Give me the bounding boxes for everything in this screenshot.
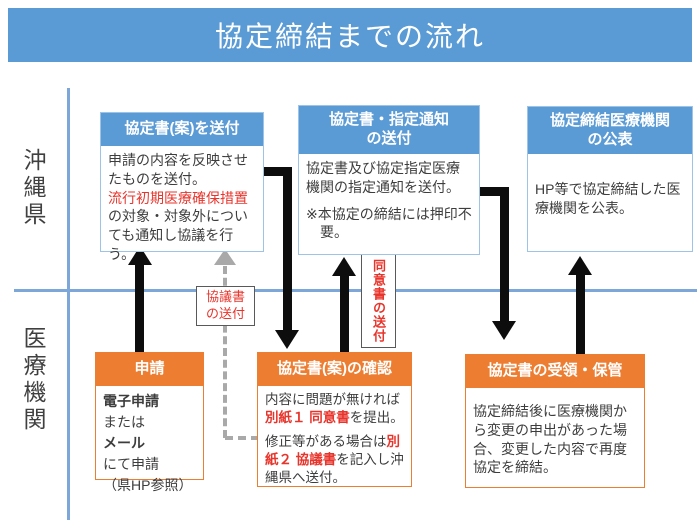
flow-box-shitei-header: 協定書・指定通知 の送付 [299,106,479,154]
sofu-body-text-2: の対象・対象外についても通知し協議を行う。 [108,208,248,262]
flow-box-kakunin: 協定書(案)の確認 内容に問題が無ければ別紙１ 同意書を提出。 修正等がある場合… [257,352,412,487]
kakunin-p1-post: を提出。 [349,410,404,426]
flow-box-kohyo: 協定締結医療機関 の公表 HP等で協定締結した医療機関を公表。 [527,106,693,252]
flow-box-shinsei-header: 申請 [96,353,203,386]
arrow-sofu-to-kakunin-head-icon [275,330,299,349]
flow-box-kohyo-header: 協定締結医療機関 の公表 [528,107,692,154]
juryo-body-p1: 協定締結後に医療機関から変更の申出があった場合、変更した内容で再度協定を締結。 [473,403,627,476]
dashed-arrow-head-up-icon [214,249,236,265]
arrow-sofu-to-kakunin-shaft-h [262,167,292,176]
lane-label-medical: 医療機関 [20,326,46,434]
arrow-juryo-to-kohyo-head-icon [568,256,592,275]
flow-box-shinsei: 申請 電子申請 または メール にて申請 （県HP参照） [95,352,204,493]
shinsei-line-kenhp: （県HP参照） [103,477,193,493]
arrow-shitei-to-juryo-head-icon [492,321,516,340]
shinsei-line-nite: にて申請 [103,456,159,472]
flow-box-sofu-header: 協定書(案)を送付 [101,113,263,146]
flow-box-juryo: 協定書の受領・保管 協定締結後に医療機関から変更の申出があった場合、変更した内容… [465,354,645,488]
arrow-shitei-to-juryo-shaft-v [500,187,509,322]
flow-box-shitei: 協定書・指定通知 の送付 協定書及び協定指定医療機関の指定通知を送付。 ※本協定… [298,105,480,255]
flow-box-shitei-body: 協定書及び協定指定医療機関の指定通知を送付。 ※本協定の締結には押印不要。 [299,154,479,254]
kakunin-body-p1: 内容に問題が無ければ別紙１ 同意書を提出。 [265,391,404,427]
sofu-body-text: 申請の内容を反映させたものを送付。 [108,152,248,187]
shitei-body-p1: 協定書及び協定指定医療機関の指定通知を送付。 [306,160,460,195]
flow-box-sofu: 協定書(案)を送付 申請の内容を反映させたものを送付。 流行初期医療確保措置の対… [100,112,264,262]
kakunin-body-p2: 修正等がある場合は別紙２ 協議書を記入し沖縄県へ送付。 [265,433,404,487]
lane-divider-vertical [67,88,70,520]
flow-box-juryo-header: 協定書の受領・保管 [466,355,644,388]
flow-box-kohyo-body: HP等で協定締結した医療機関を公表。 [528,154,692,251]
arrow-juryo-to-kohyo-shaft [576,275,585,354]
sofu-body-red-text: 流行初期医療確保措置 [108,189,248,206]
kakunin-p2-post: を記入し沖縄県へ送付。 [265,452,404,486]
flow-box-kakunin-body: 内容に問題が無ければ別紙１ 同意書を提出。 修正等がある場合は別紙２ 協議書を記… [258,386,411,492]
shinsei-line-denshi: 電子申請 [103,393,159,409]
lane-divider-horizontal [14,289,697,292]
dashed-arrow-shaft-vertical [223,266,227,438]
arrow-shitei-to-juryo-shaft-h [478,187,509,196]
kakunin-p1-pre: 内容に問題が無ければ [265,392,400,407]
lane-label-okinawa: 沖縄県 [20,148,46,229]
dashed-arrow-shaft-horizontal [225,436,259,440]
slide-title: 協定締結までの流れ [8,8,692,62]
kakunin-p2-pre: 修正等がある場合は [265,434,387,450]
flow-box-sofu-body: 申請の内容を反映させたものを送付。 流行初期医療確保措置の対象・対象外についても… [101,146,263,269]
arrow-kakunin-to-shitei-head-icon [332,257,356,276]
connector-label-kyogisho: 協議書 の送付 [196,286,255,326]
arrow-kakunin-to-shitei-shaft [340,276,349,352]
kohyo-body-p1: HP等で協定締結した医療機関を公表。 [535,181,681,216]
flow-box-kakunin-header: 協定書(案)の確認 [258,353,411,386]
kakunin-p2-red: 別紙２ 協議書 [265,434,400,468]
flow-box-shinsei-body: 電子申請 または メール にて申請 （県HP参照） [96,386,203,501]
arrow-shinsei-to-sofu-shaft [135,265,144,353]
flow-box-juryo-body: 協定締結後に医療機関から変更の申出があった場合、変更した内容で再度協定を締結。 [466,388,644,487]
shitei-body-p2: ※本協定の締結には押印不要。 [306,205,472,241]
connector-label-doisho: 同意書の送付 [361,254,396,348]
kakunin-p1-red: 別紙１ 同意書 [265,410,350,426]
shinsei-line-mail: メール [103,435,145,451]
shinsei-line-mata: または [103,414,145,430]
arrow-sofu-to-kakunin-shaft-v [283,167,292,331]
